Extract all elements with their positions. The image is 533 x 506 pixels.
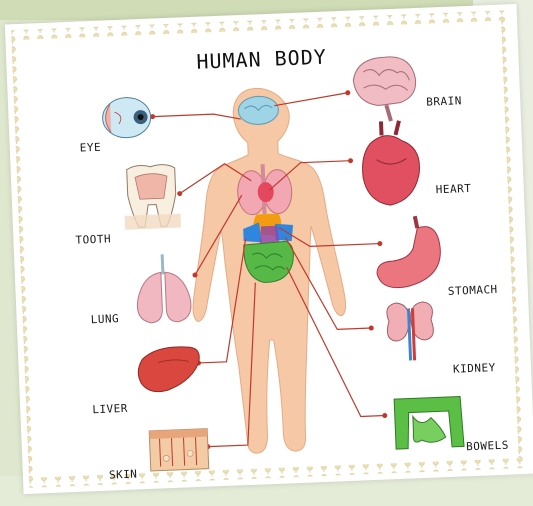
label-liver: LIVER — [92, 402, 128, 416]
label-lung: LUNG — [90, 312, 119, 326]
stomach-icon — [375, 215, 442, 288]
label-eye: EYE — [80, 141, 102, 155]
diagram-canvas: HUMAN BODY — [5, 4, 533, 494]
label-heart: HEART — [435, 182, 471, 196]
tooth-icon — [123, 164, 182, 230]
label-kidney: KIDNEY — [453, 361, 496, 376]
diagram-title: HUMAN BODY — [196, 45, 327, 74]
brain-connector — [274, 93, 348, 106]
label-tooth: TOOTH — [75, 232, 111, 246]
liver-icon — [137, 346, 200, 392]
bowels-icon — [394, 396, 464, 449]
label-bowels: BOWELS — [466, 439, 509, 454]
label-skin: SKIN — [109, 468, 138, 482]
eye-connector — [153, 113, 241, 123]
label-stomach: STOMACH — [448, 283, 498, 298]
label-brain: BRAIN — [426, 94, 462, 108]
lung-icon — [135, 253, 191, 323]
brain-icon — [352, 56, 417, 123]
poster: HUMAN BODY — [5, 4, 533, 494]
eye-icon — [102, 97, 152, 139]
kidney-icon — [386, 302, 434, 362]
skin-icon — [149, 429, 209, 471]
heart-icon — [361, 120, 421, 206]
